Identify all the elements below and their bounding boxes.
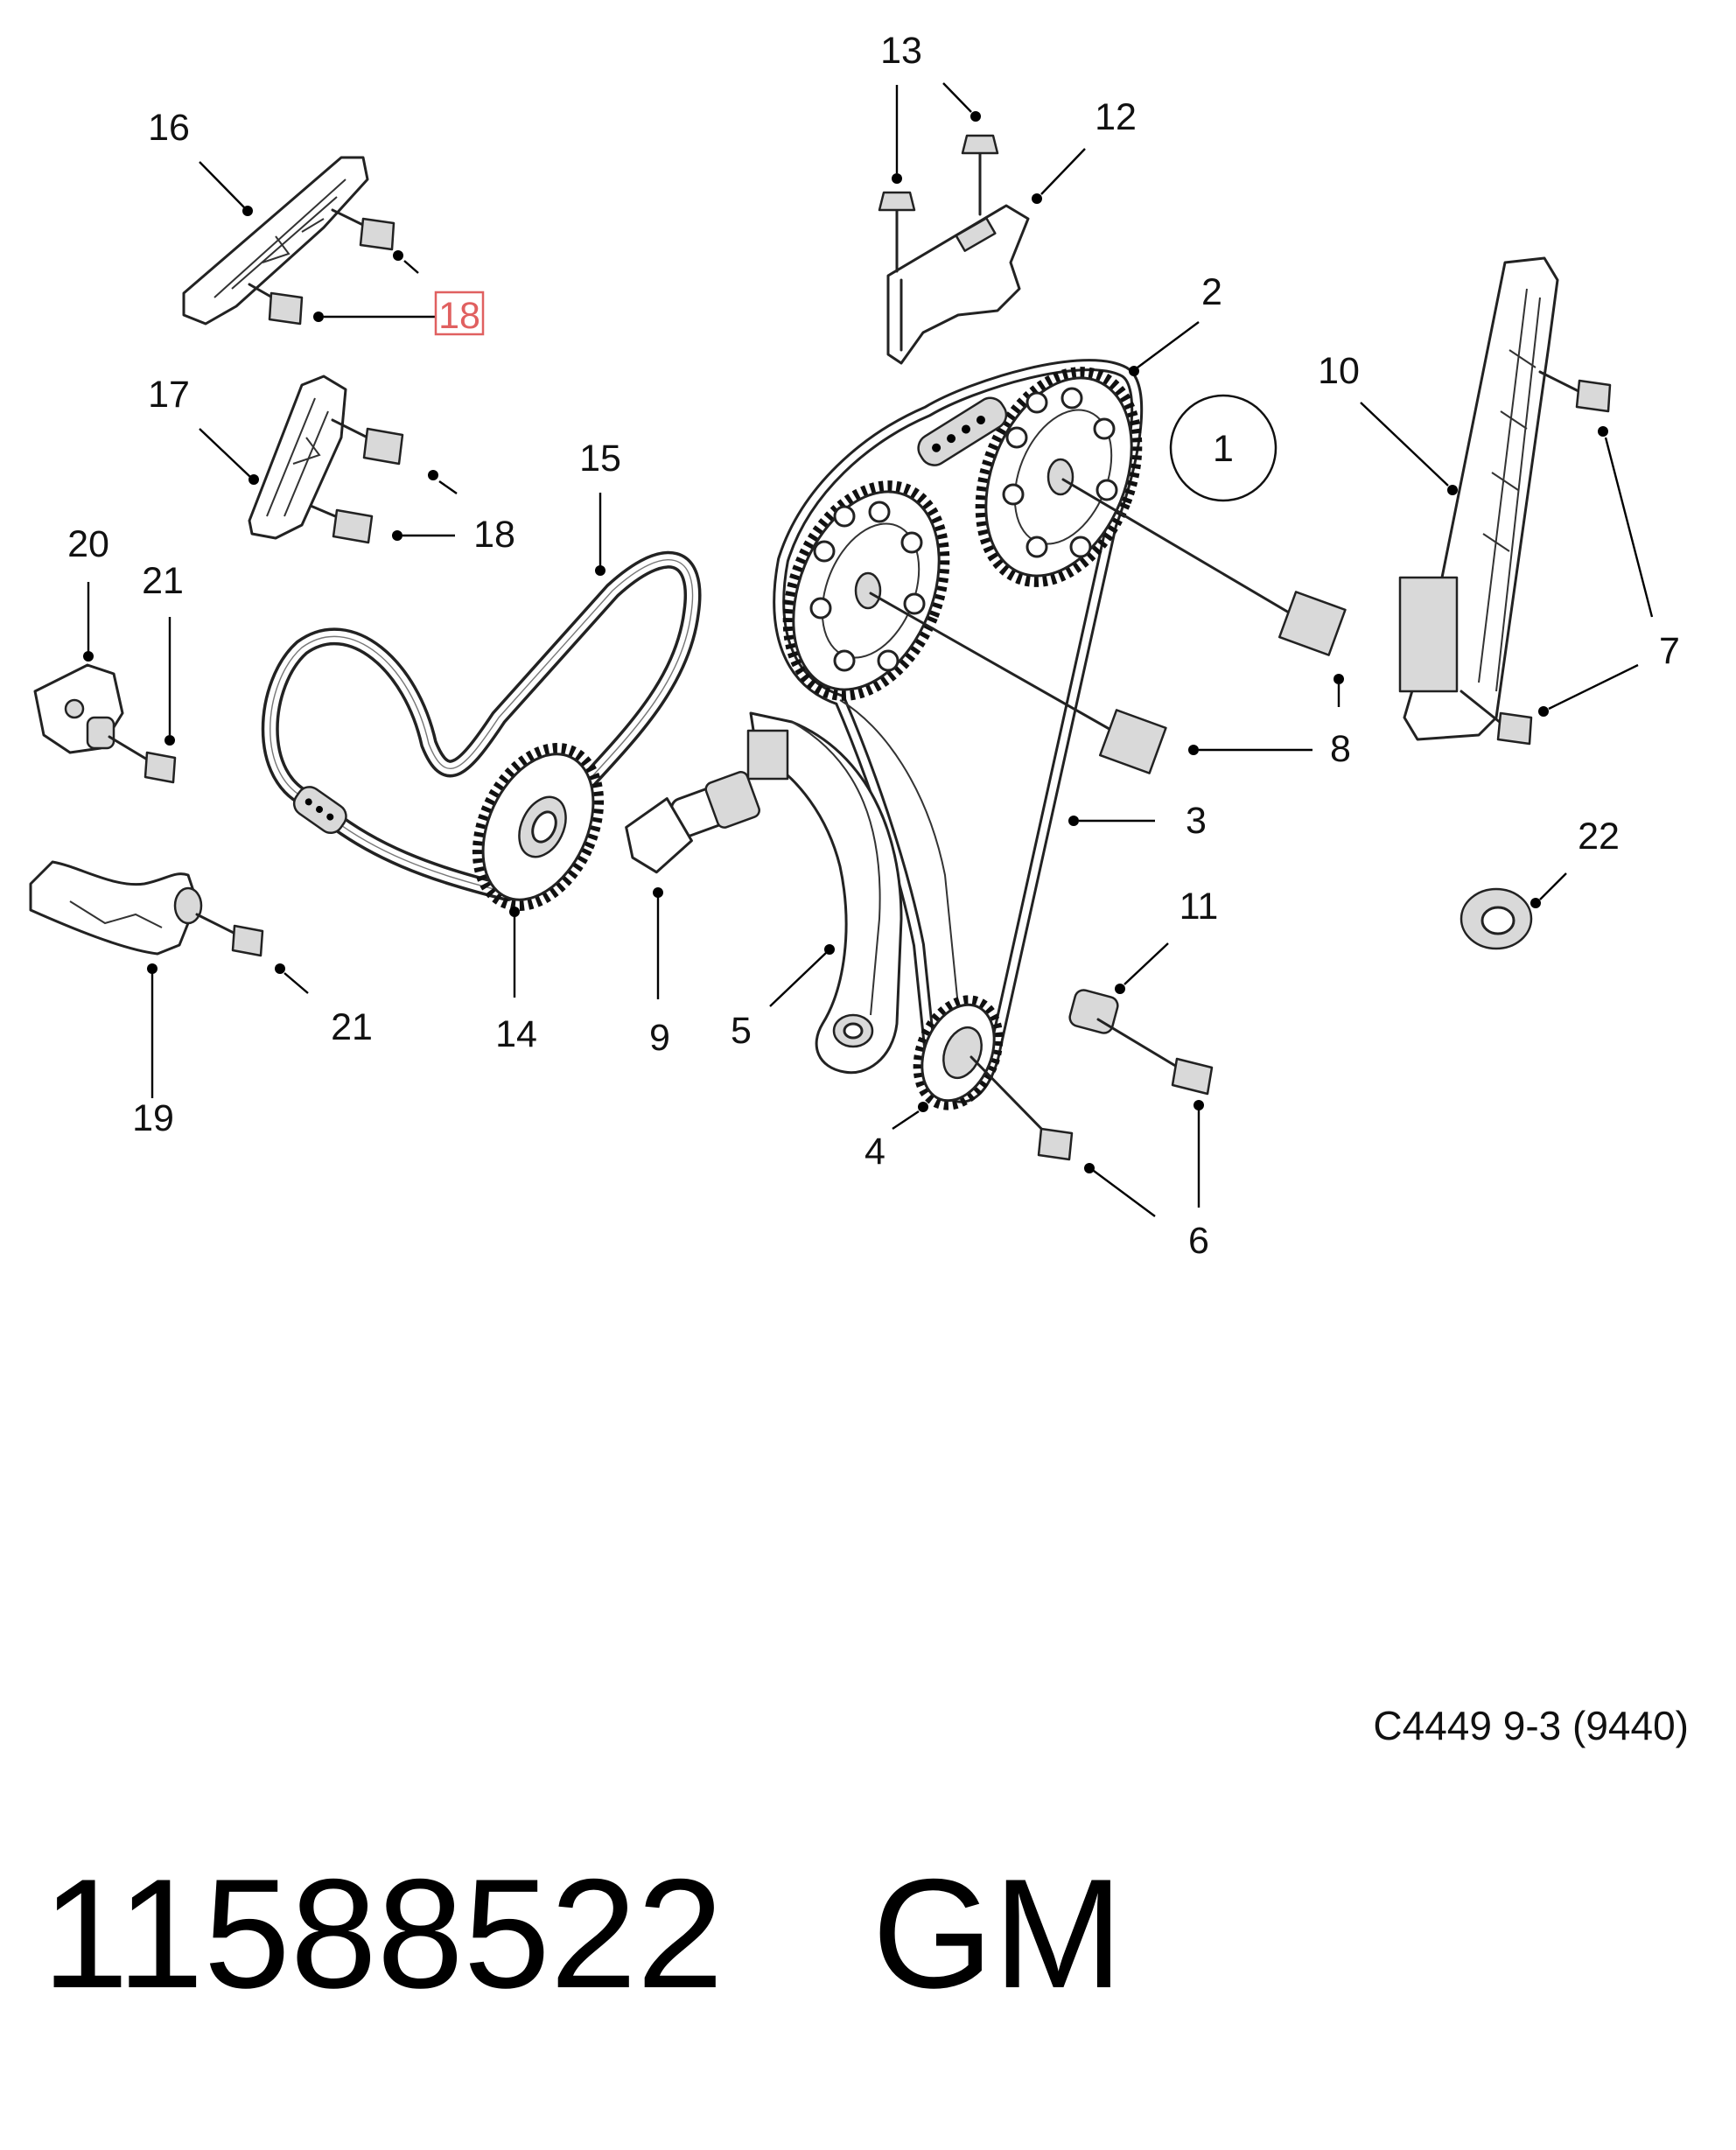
callout-14: 14 bbox=[495, 1013, 537, 1055]
part-2-camshaft-sprockets bbox=[782, 367, 1143, 701]
part-number-footer: 11588522 GM bbox=[42, 1846, 1123, 2021]
callout-4: 4 bbox=[864, 1131, 886, 1173]
callout-6: 6 bbox=[1188, 1220, 1209, 1262]
part-11-pivot bbox=[1068, 989, 1214, 1096]
callout-21-upper: 21 bbox=[142, 560, 184, 602]
callout-17: 17 bbox=[148, 374, 190, 416]
leader-lines bbox=[83, 82, 1654, 1217]
part-number: 11588522 bbox=[42, 1846, 724, 2020]
callout-10: 10 bbox=[1318, 350, 1360, 392]
callout-20: 20 bbox=[67, 523, 109, 565]
callout-18-highlight-box bbox=[434, 291, 485, 336]
callout-1: 1 bbox=[1213, 428, 1234, 470]
callout-11: 11 bbox=[1180, 886, 1219, 928]
callout-labels: 1 2 3 4 5 6 7 8 9 10 11 12 13 14 15 16 1… bbox=[67, 30, 1680, 1262]
part-6-bolts bbox=[970, 1055, 1074, 1161]
callout-3: 3 bbox=[1186, 800, 1207, 842]
part-7-bolts bbox=[1460, 370, 1612, 746]
part-8-sprocket-bolts bbox=[869, 478, 1347, 774]
part-18-bolts-lower bbox=[309, 418, 404, 544]
part-9-chain-tensioner bbox=[625, 771, 760, 874]
part-14-sprocket bbox=[472, 743, 605, 911]
callout-16: 16 bbox=[148, 107, 190, 149]
part-10-fixed-guide-rail bbox=[1398, 256, 1559, 741]
part-12-upper-guide bbox=[886, 204, 1030, 365]
callout-18-highlighted[interactable]: 18 bbox=[438, 295, 480, 337]
callout-19: 19 bbox=[132, 1097, 174, 1139]
callout-7: 7 bbox=[1659, 630, 1680, 672]
part-21-bolt-upper bbox=[108, 735, 177, 784]
callout-1-ring bbox=[1169, 394, 1278, 502]
callout-8: 8 bbox=[1330, 728, 1351, 770]
callout-22: 22 bbox=[1578, 816, 1620, 858]
part-20-tensioner bbox=[33, 663, 124, 754]
part-5-tensioner-rail bbox=[746, 711, 903, 1075]
part-13-bolts bbox=[878, 134, 999, 273]
callout-12: 12 bbox=[1095, 96, 1137, 138]
chain-segment-top bbox=[917, 396, 1008, 466]
part-22-cap bbox=[1460, 887, 1533, 950]
callout-15: 15 bbox=[579, 438, 621, 480]
part-3-timing-chain bbox=[773, 359, 1144, 1103]
part-17-guide-rail bbox=[248, 375, 347, 540]
callout-2: 2 bbox=[1201, 271, 1222, 313]
timing-chain-exploded-diagram: 1 2 3 4 5 6 7 8 9 10 11 12 13 14 15 16 1… bbox=[29, 30, 1680, 1262]
part-16-guide-rail bbox=[182, 156, 369, 326]
part-4-crank-sprocket bbox=[913, 995, 1004, 1110]
callout-21-lower: 21 bbox=[331, 1006, 373, 1048]
brand-name: GM bbox=[872, 1846, 1124, 2020]
callout-18: 18 bbox=[473, 514, 515, 556]
callout-13: 13 bbox=[880, 30, 922, 72]
part-21-bolt-lower bbox=[195, 913, 264, 957]
callout-5: 5 bbox=[731, 1010, 752, 1052]
callout-9: 9 bbox=[649, 1017, 670, 1059]
part-19-tensioner-arm bbox=[29, 860, 203, 956]
diagram-reference-code: C4449 9-3 (9440) bbox=[1373, 1703, 1689, 1748]
part-18-bolts-upper bbox=[248, 208, 396, 326]
